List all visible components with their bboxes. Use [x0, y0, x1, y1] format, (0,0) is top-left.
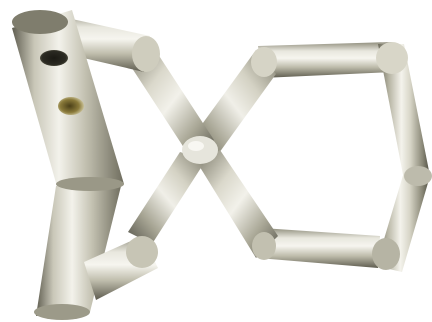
- left-upper-diagonal-tube: [128, 48, 214, 160]
- left-top-right-joint: [132, 36, 160, 72]
- right-upper-diagonal-tube: [192, 50, 276, 160]
- upper-bolt-hole: [40, 50, 68, 66]
- right-top-left-corner-joint: [251, 47, 277, 77]
- right-bottom-left-corner-joint: [252, 232, 276, 260]
- left-loop: [12, 10, 160, 320]
- center-joint-highlight: [188, 141, 204, 151]
- right-bottom-corner-joint: [372, 238, 400, 270]
- right-bottom-tube: [258, 228, 380, 268]
- lower-bolt-hole: [58, 97, 84, 115]
- right-lower-diagonal-tube: [198, 150, 278, 258]
- left-seam-joint: [56, 177, 124, 191]
- left-bottom-right-joint: [126, 236, 158, 268]
- left-lower-diagonal-tube: [128, 152, 206, 244]
- right-top-corner-joint: [376, 42, 408, 74]
- left-lower-tube: [36, 182, 122, 316]
- right-middle-corner-joint: [404, 166, 432, 186]
- right-top-tube: [258, 42, 394, 78]
- left-top-cap: [12, 10, 68, 34]
- center-crossing: [128, 48, 218, 244]
- right-hexagon-loop: [192, 42, 432, 272]
- left-bottom-end: [34, 304, 90, 320]
- right-upper-side-tube: [378, 44, 430, 180]
